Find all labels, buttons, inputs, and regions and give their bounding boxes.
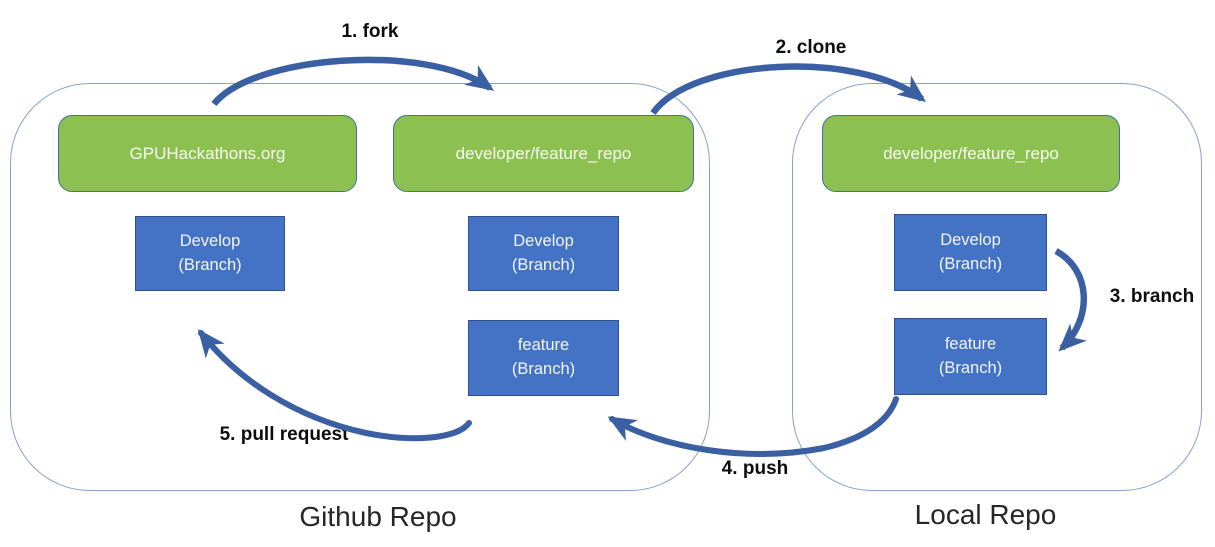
repo-box-developer-feature-local: developer/feature_repo	[822, 115, 1120, 192]
repo-box-developer-feature-github: developer/feature_repo	[393, 115, 694, 192]
branch-box-develop-local: Develop (Branch)	[894, 214, 1047, 291]
local-repo-caption: Local Repo	[914, 499, 1057, 530]
local-repo-container	[792, 83, 1202, 491]
step-label-pull-request: 5. pull request	[219, 424, 349, 445]
branch-box-feature-local: feature (Branch)	[894, 318, 1047, 395]
branch-box-develop-main: Develop (Branch)	[135, 216, 285, 291]
github-repo-caption: Github Repo	[299, 501, 457, 532]
step-label-branch: 3. branch	[1109, 286, 1195, 307]
step-label-push: 4. push	[721, 458, 789, 479]
branch-box-develop-fork: Develop (Branch)	[468, 216, 619, 291]
step-label-clone: 2. clone	[775, 37, 847, 58]
branch-box-feature-fork: feature (Branch)	[468, 320, 619, 396]
step-label-fork: 1. fork	[341, 21, 399, 42]
repo-box-gpuhackathons: GPUHackathons.org	[58, 115, 357, 192]
